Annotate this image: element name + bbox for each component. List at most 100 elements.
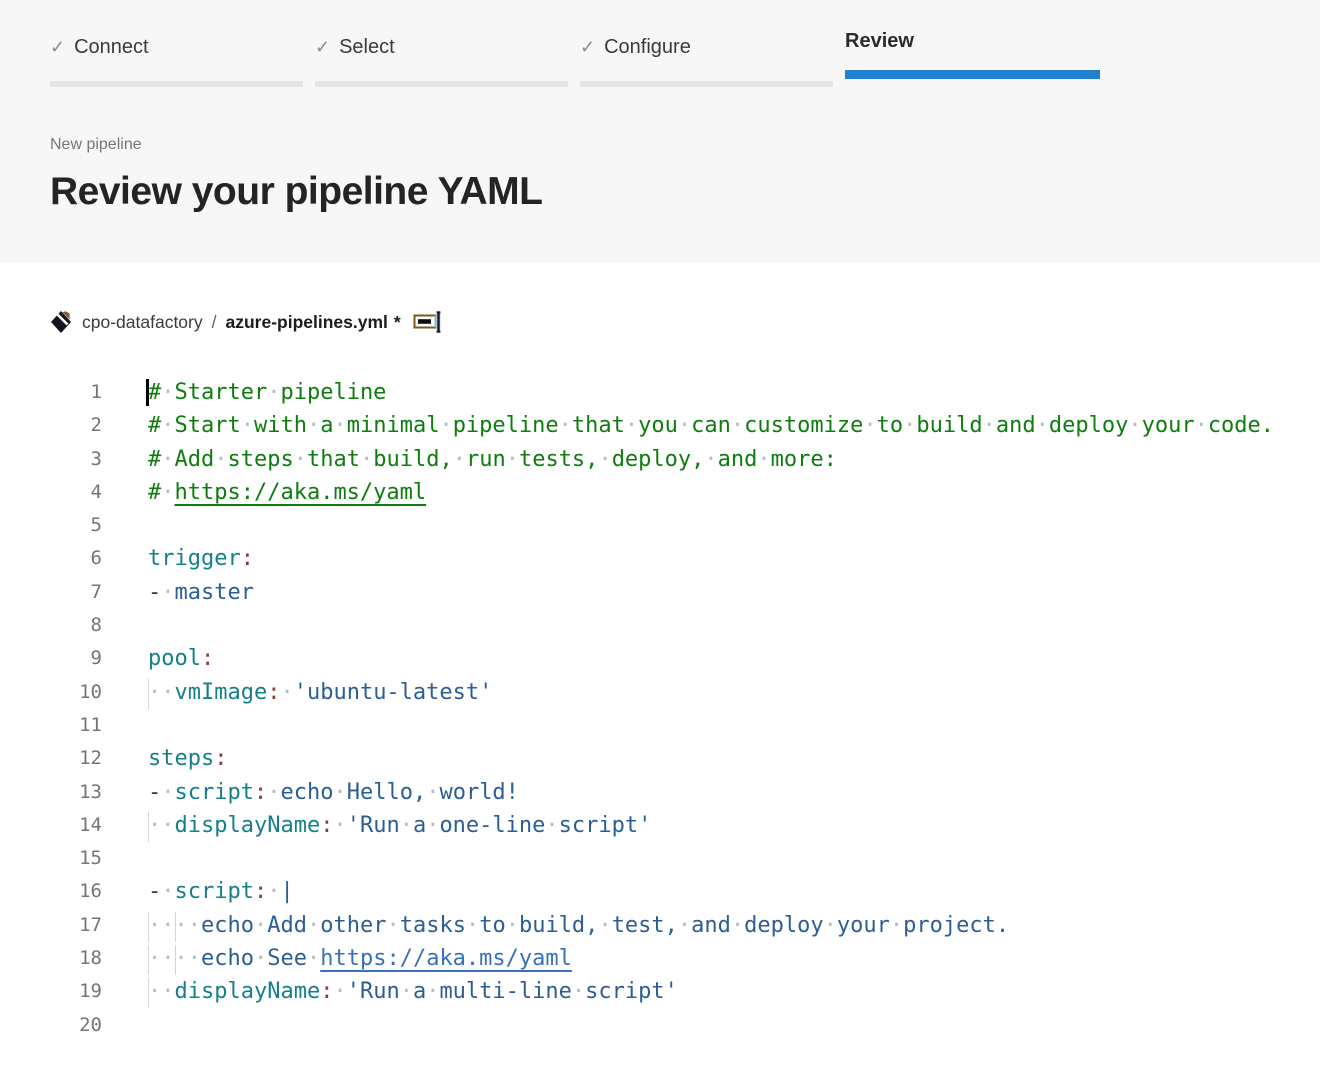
code-token: build [916, 413, 983, 439]
code-token: ·· [148, 946, 175, 972]
step-progress-bar [50, 81, 303, 87]
code-token: that [306, 446, 360, 472]
code-token: · [161, 579, 175, 605]
code-line-13[interactable]: 13-·script:·echo·Hello,·world! [60, 776, 1310, 809]
code-link[interactable]: https://aka.ms/yaml [320, 946, 572, 972]
code-token: that [571, 413, 625, 439]
rename-file-icon[interactable] [413, 310, 443, 334]
code-line-11[interactable]: 11 [60, 709, 1310, 742]
code-line-17[interactable]: 17····echo·Add·other·tasks·to·build,·tes… [60, 909, 1310, 942]
step-connect-label: ✓ Connect [50, 36, 149, 59]
code-token: to [876, 413, 904, 439]
code-token: - [148, 779, 162, 805]
code-token: · [1035, 413, 1049, 439]
code-line-3[interactable]: 3#·Add·steps·that·build,·run·tests,·depl… [60, 443, 1310, 476]
code-token: · [399, 979, 413, 1005]
code-token: deploy [1048, 413, 1129, 439]
code-line-1[interactable]: 1#·Starter·pipeline [60, 376, 1310, 409]
code-token: - [148, 879, 162, 905]
code-token: · [161, 380, 175, 405]
line-number: 8 [90, 614, 102, 637]
code-token: · [267, 879, 281, 905]
code-token: · [982, 413, 996, 439]
code-token: · [505, 912, 519, 938]
code-token: pool [148, 646, 201, 672]
code-line-16[interactable]: 16-·script:·| [60, 875, 1310, 908]
code-token: · [161, 479, 175, 505]
code-token: · [306, 413, 321, 439]
code-line-20[interactable]: 20 [60, 1009, 1310, 1042]
line-number: 11 [79, 713, 102, 736]
code-token: - [148, 579, 162, 605]
code-token: displayName [174, 812, 321, 838]
code-token: a [412, 812, 427, 838]
code-token: # [148, 413, 162, 439]
step-label-text: Select [339, 36, 395, 58]
modified-marker: * [393, 311, 401, 332]
code-token: script' [585, 979, 678, 1005]
code-token: · [505, 446, 519, 472]
code-token: · [903, 413, 917, 439]
code-token: · [571, 979, 586, 1005]
code-token: : [253, 779, 268, 805]
code-token: · [677, 912, 692, 938]
code-token: build, [518, 912, 599, 938]
code-token: · [426, 779, 440, 805]
indent-guide [148, 978, 149, 1009]
code-line-19[interactable]: 19··displayName:·'Run·a·multi-line·scrip… [60, 975, 1310, 1009]
code-token: displayName [174, 979, 321, 1005]
line-number: 2 [90, 414, 102, 437]
code-line-4[interactable]: 4#·https://aka.ms/yaml [60, 476, 1310, 509]
code-token: master [174, 579, 254, 605]
step-review[interactable]: Review [845, 28, 1100, 92]
code-token: · [426, 979, 440, 1005]
code-line-8[interactable]: 8 [60, 609, 1310, 642]
line-number: 16 [79, 880, 102, 903]
step-select[interactable]: ✓ Select [315, 28, 568, 92]
code-line-7[interactable]: 7 -·master [60, 576, 1310, 609]
code-token: world! [439, 779, 519, 805]
line-number: 13 [79, 780, 102, 803]
code-token: · [704, 446, 718, 472]
code-token: echo [201, 946, 254, 972]
code-token: · [452, 446, 466, 472]
step-active-bar [845, 70, 1100, 79]
code-line-5[interactable]: 5 [60, 509, 1310, 542]
step-label-text: Configure [604, 36, 691, 58]
code-token: echo [201, 912, 254, 938]
code-token: : [267, 679, 281, 705]
indent-guide [148, 811, 149, 842]
code-token: · [333, 979, 347, 1005]
indent-guide [148, 945, 149, 976]
code-token: other [320, 912, 387, 938]
line-number: 10 [79, 680, 102, 703]
code-line-18[interactable]: 18····echo·See·https://aka.ms/yaml [60, 942, 1310, 976]
step-review-label: Review [845, 30, 914, 53]
code-line-2[interactable]: 2#·Start·with·a·minimal·pipeline·that·yo… [60, 409, 1310, 442]
step-configure[interactable]: ✓ Configure [580, 28, 833, 92]
code-token: echo [280, 779, 334, 805]
code-token: 'ubuntu-latest' [293, 679, 493, 705]
code-token: customize [744, 413, 864, 439]
code-token: Start [174, 413, 241, 439]
code-line-10[interactable]: 10··vmImage:·'ubuntu-latest' [60, 676, 1310, 709]
text-cursor [146, 379, 149, 406]
code-token: ·· [174, 946, 202, 972]
line-number: 7 [90, 580, 102, 603]
check-icon: ✓ [580, 37, 596, 57]
check-icon: ✓ [315, 37, 331, 57]
code-token: · [267, 380, 281, 405]
code-token: 'Run [346, 979, 400, 1005]
step-connect[interactable]: ✓ Connect [50, 28, 303, 92]
code-token: ·· [148, 679, 175, 705]
code-line-15[interactable]: 15 [60, 842, 1310, 875]
code-token: ·· [148, 912, 175, 938]
code-line-14[interactable]: 14··displayName:·'Run·a·one-line·script' [60, 809, 1310, 842]
code-token: · [267, 779, 281, 805]
code-link[interactable]: https://aka.ms/yaml [174, 479, 427, 505]
